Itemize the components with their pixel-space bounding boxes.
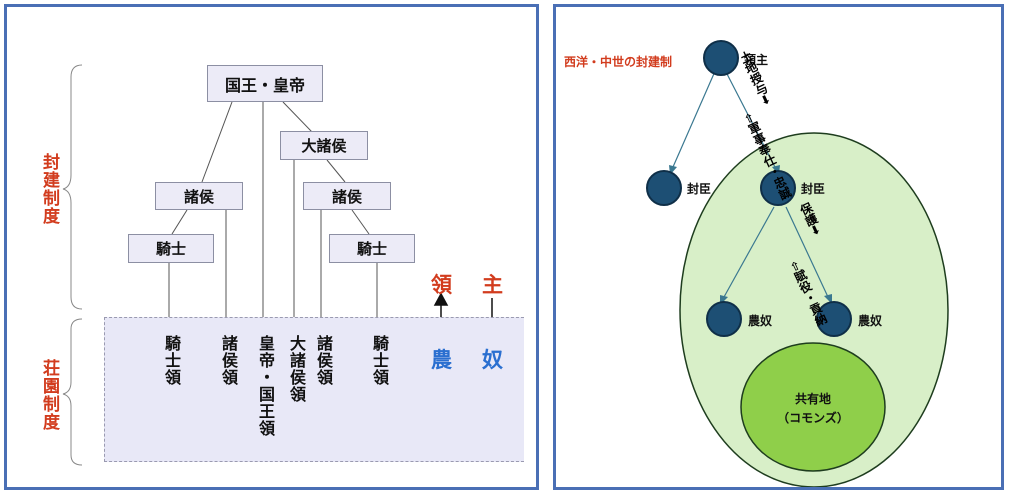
do-char: 奴: [482, 348, 503, 372]
vassal-node-right: [760, 170, 796, 206]
lord-box-left: 諸侯: [155, 182, 243, 210]
feudal-system-label: 封建制度: [39, 153, 59, 225]
vassal-node-left: [646, 170, 682, 206]
great-lord-box: 大諸侯: [280, 131, 368, 160]
knight-box-left: 騎士: [128, 234, 214, 263]
commons-circle: [740, 342, 886, 472]
knight-box-right: 騎士: [329, 234, 415, 263]
lord-node: [703, 40, 739, 76]
diagram-title: 西洋・中世の封建制: [564, 55, 673, 69]
serf-node-left: [706, 301, 742, 337]
lord-estate-right: 諸侯領: [314, 335, 333, 386]
no-char: 農: [431, 348, 452, 372]
commons-name: 共有地: [794, 392, 831, 406]
serf-node-right: [816, 301, 852, 337]
manor-area: [104, 317, 524, 462]
feudalism-diagram: [669, 68, 949, 487]
knight-estate-left: 騎士領: [162, 335, 181, 386]
shu-char: 主: [482, 273, 503, 297]
knight-estate-right: 騎士領: [370, 335, 389, 386]
vassal-label-left: 封臣: [687, 182, 712, 196]
serf-label-right: 農奴: [858, 314, 883, 328]
lord-label: 領主: [744, 53, 769, 67]
serf-label-left: 農奴: [748, 314, 773, 328]
great-lord-estate: 大諸侯領: [287, 335, 306, 403]
feudal-hierarchy-panel: 封建制度 荘園制度 国王・皇帝 大諸侯 諸侯 諸侯 騎士 騎士 騎士領 諸侯領 …: [4, 4, 539, 490]
commons-subtitle: （コモンズ）: [777, 411, 849, 425]
king-emperor-box: 国王・皇帝: [207, 65, 323, 102]
lord-estate-left: 諸侯領: [219, 335, 238, 386]
western-feudalism-panel: 西洋・中世の封建制 領主 封臣 封臣 農奴 農奴 土地授与➡ ⇦軍事奉仕・忠誠 …: [553, 4, 1004, 490]
royal-estate: 皇帝・国王領: [256, 335, 275, 437]
manorial-system-label: 荘園制度: [39, 359, 59, 431]
ryo-char: 領: [431, 273, 452, 297]
lord-box-right: 諸侯: [303, 182, 391, 210]
vassal-label-right: 封臣: [801, 182, 826, 196]
